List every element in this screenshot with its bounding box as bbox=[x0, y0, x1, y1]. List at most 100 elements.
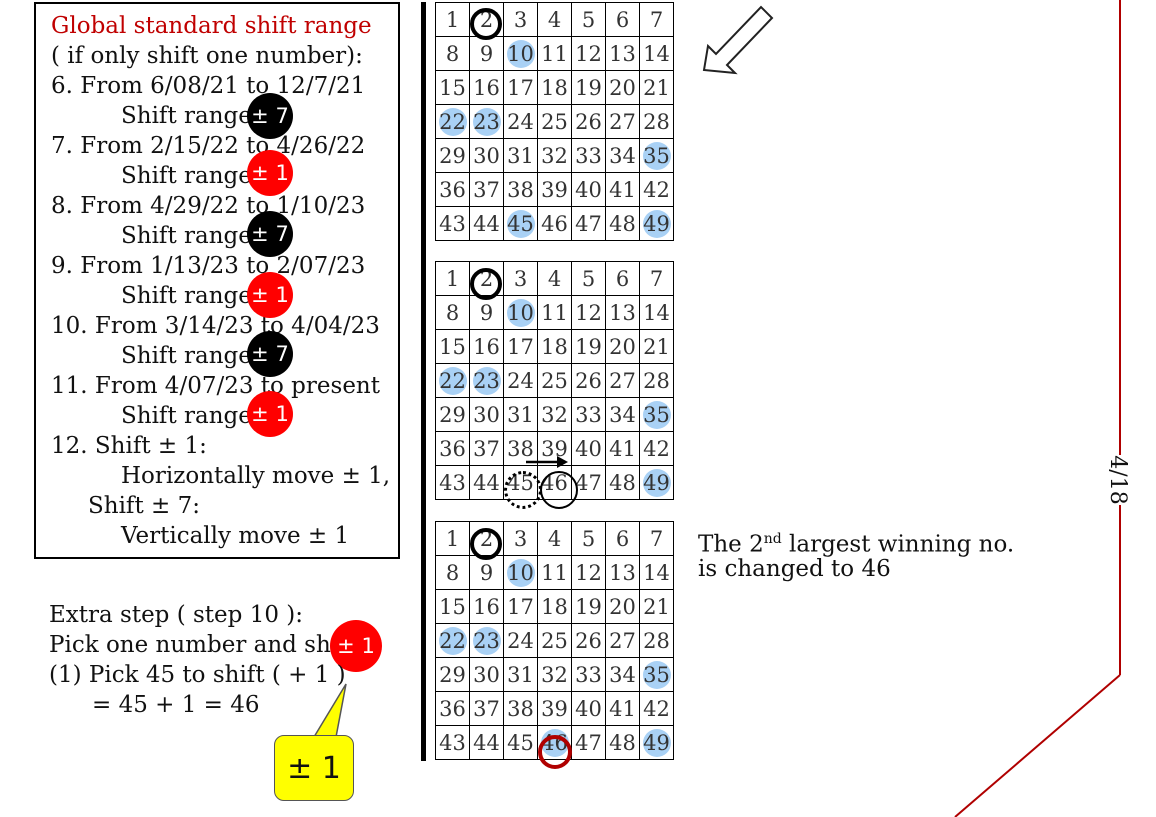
grid2-cell-41: 41 bbox=[605, 431, 640, 466]
grid3-cell-8: 8 bbox=[435, 555, 470, 590]
grid2-cell-26: 26 bbox=[571, 363, 606, 398]
grid3-cell-29: 29 bbox=[435, 657, 470, 692]
grid1-number-48: 48 bbox=[609, 211, 636, 236]
grid1-cell-20: 20 bbox=[605, 70, 640, 105]
grid2-cell-18: 18 bbox=[537, 329, 572, 364]
grid3-cell-49: 49 bbox=[639, 725, 674, 760]
grid2-number-39: 39 bbox=[541, 436, 568, 461]
grid1-cell-30: 30 bbox=[469, 138, 504, 173]
grid2-number-2: 2 bbox=[479, 266, 494, 291]
grid3-number-3: 3 bbox=[513, 526, 528, 551]
grid3-number-19: 19 bbox=[575, 594, 602, 619]
grid1-number-22: 22 bbox=[439, 109, 466, 134]
grid1-number-27: 27 bbox=[609, 109, 636, 134]
grid1-number-45: 45 bbox=[507, 211, 534, 236]
grid3-number-11: 11 bbox=[541, 560, 568, 585]
grid2-number-38: 38 bbox=[507, 436, 534, 461]
grid3-number-30: 30 bbox=[473, 662, 500, 687]
page-number: 4/18 bbox=[1097, 455, 1137, 505]
grid3-number-8: 8 bbox=[445, 560, 460, 585]
grid3-number-44: 44 bbox=[473, 730, 500, 755]
grid1-cell-45: 45 bbox=[503, 206, 538, 241]
grid2-number-12: 12 bbox=[575, 300, 602, 325]
grid2-cell-17: 17 bbox=[503, 329, 538, 364]
grid1-cell-26: 26 bbox=[571, 104, 606, 139]
grid2-number-4: 4 bbox=[547, 266, 562, 291]
grid1-number-42: 42 bbox=[643, 177, 670, 202]
grid1-number-41: 41 bbox=[609, 177, 636, 202]
grid2-number-36: 36 bbox=[439, 436, 466, 461]
grid2-number-6: 6 bbox=[615, 266, 630, 291]
grid3-number-49: 49 bbox=[643, 730, 670, 755]
grid1-number-24: 24 bbox=[507, 109, 534, 134]
grid3-cell-3: 3 bbox=[503, 521, 538, 556]
rule-period-7: 7. From 2/15/22 to 4/26/22 bbox=[51, 133, 366, 159]
grid1-number-37: 37 bbox=[473, 177, 500, 202]
grid2-cell-4: 4 bbox=[537, 261, 572, 296]
shift-badge-7: ± 1 bbox=[247, 150, 293, 196]
grid1-number-32: 32 bbox=[541, 143, 568, 168]
grid1-number-23: 23 bbox=[473, 109, 500, 134]
result-note-pre: The 2 bbox=[698, 531, 764, 558]
grid3-number-23: 23 bbox=[473, 628, 500, 653]
grid1-cell-24: 24 bbox=[503, 104, 538, 139]
grid1-number-20: 20 bbox=[609, 75, 636, 100]
grid2-cell-19: 19 bbox=[571, 329, 606, 364]
grid1-number-12: 12 bbox=[575, 41, 602, 66]
grid2-cell-34: 34 bbox=[605, 397, 640, 432]
grid3-cell-46: 46 bbox=[537, 725, 572, 760]
grid2-number-37: 37 bbox=[473, 436, 500, 461]
grid1-number-47: 47 bbox=[575, 211, 602, 236]
grid2-cell-14: 14 bbox=[639, 295, 674, 330]
grid3-cell-38: 38 bbox=[503, 691, 538, 726]
grid3-cell-24: 24 bbox=[503, 623, 538, 658]
grid3-number-41: 41 bbox=[609, 696, 636, 721]
grid2-number-10: 10 bbox=[507, 300, 534, 325]
grid1-number-15: 15 bbox=[439, 75, 466, 100]
grid2-cell-25: 25 bbox=[537, 363, 572, 398]
grid2-cell-20: 20 bbox=[605, 329, 640, 364]
grid2-cell-3: 3 bbox=[503, 261, 538, 296]
grid1-number-9: 9 bbox=[479, 41, 494, 66]
grid2-number-17: 17 bbox=[507, 334, 534, 359]
grid2-cell-16: 16 bbox=[469, 329, 504, 364]
grid1-number-46: 46 bbox=[541, 211, 568, 236]
grid3-cell-35: 35 bbox=[639, 657, 674, 692]
grid2-number-9: 9 bbox=[479, 300, 494, 325]
grid2-cell-12: 12 bbox=[571, 295, 606, 330]
grid3-cell-7: 7 bbox=[639, 521, 674, 556]
grid1-cell-16: 16 bbox=[469, 70, 504, 105]
grid2-number-47: 47 bbox=[575, 470, 602, 495]
grid3-cell-30: 30 bbox=[469, 657, 504, 692]
grid2-cell-35: 35 bbox=[639, 397, 674, 432]
grid2-number-35: 35 bbox=[643, 402, 670, 427]
grid3-number-10: 10 bbox=[507, 560, 534, 585]
grid3-number-9: 9 bbox=[479, 560, 494, 585]
grid1-cell-25: 25 bbox=[537, 104, 572, 139]
shift-badge-6: ± 7 bbox=[247, 93, 293, 139]
grid2-number-29: 29 bbox=[439, 402, 466, 427]
grid2-cell-10: 10 bbox=[503, 295, 538, 330]
grid1-cell-46: 46 bbox=[537, 206, 572, 241]
rules-title: Global standard shift range bbox=[51, 13, 372, 39]
grid1-number-11: 11 bbox=[541, 41, 568, 66]
page-border-lines bbox=[954, 0, 1121, 817]
divider-bar bbox=[421, 2, 426, 761]
grid1-number-31: 31 bbox=[507, 143, 534, 168]
grid2-number-7: 7 bbox=[649, 266, 664, 291]
grid3-number-6: 6 bbox=[615, 526, 630, 551]
grid3-number-18: 18 bbox=[541, 594, 568, 619]
grid2-cell-48: 48 bbox=[605, 465, 640, 500]
rule-period-10: 10. From 3/14/23 to 4/04/23 bbox=[51, 313, 380, 339]
grid1-cell-47: 47 bbox=[571, 206, 606, 241]
grid3-number-21: 21 bbox=[643, 594, 670, 619]
grid2-cell-46: 46 bbox=[537, 465, 572, 500]
grid3-number-25: 25 bbox=[541, 628, 568, 653]
grid3-cell-42: 42 bbox=[639, 691, 674, 726]
rule-shift-label-11: Shift range: bbox=[121, 403, 260, 429]
grid2-number-45: 45 bbox=[507, 470, 534, 495]
grid3-number-47: 47 bbox=[575, 730, 602, 755]
